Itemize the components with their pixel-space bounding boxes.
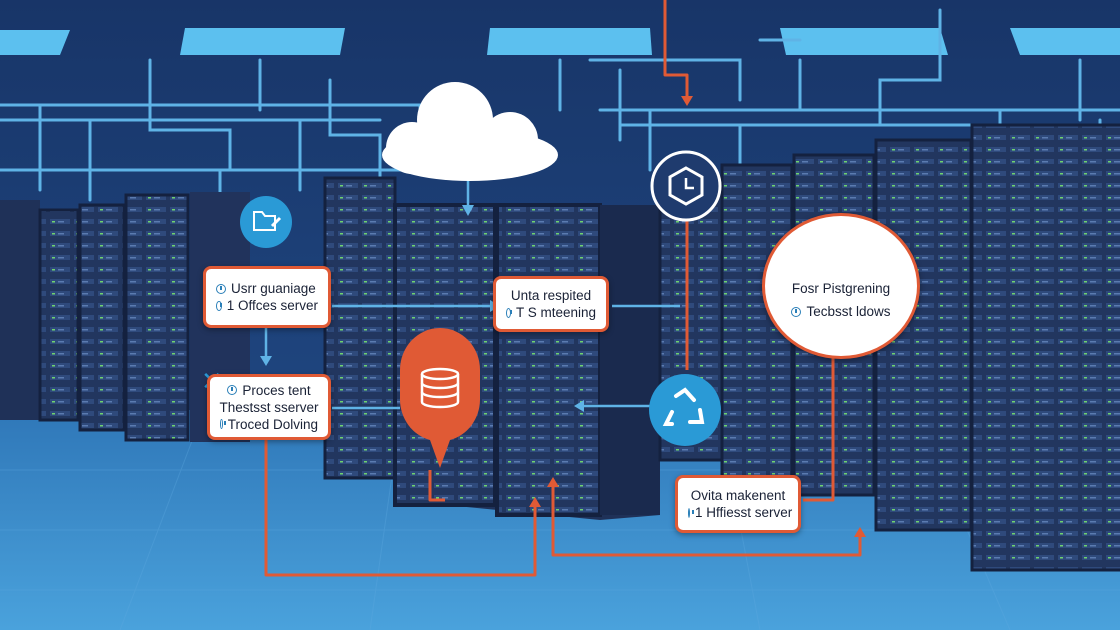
info-icon	[688, 507, 694, 518]
blue-connector-arrows	[264, 180, 680, 410]
overhead-cables	[0, 8, 1120, 212]
info-icon	[216, 283, 226, 294]
cloud-icon	[382, 82, 558, 181]
database-icon	[400, 328, 480, 468]
clock-icon	[650, 150, 722, 222]
user-management-box: Usrr guaniage 1 Offces server	[203, 266, 331, 328]
info-icon	[227, 385, 238, 395]
ovita-makenent-box: Ovita makenent 1 Hffiesst server	[675, 475, 801, 533]
recycle-icon	[649, 374, 721, 446]
info-icon	[506, 307, 512, 318]
fosr-pistgrening-circle: Fosr Pistgrening Tecbsst ldows	[762, 213, 920, 359]
server-rack-row-right	[658, 123, 1120, 572]
process-server-box: Proces tent Thestsst sserver Troced Dolv…	[207, 374, 331, 440]
ceiling-lights	[0, 28, 1120, 55]
folder-edit-icon	[240, 196, 292, 248]
info-icon	[220, 419, 225, 429]
process-flow-arrow-heads	[529, 96, 866, 537]
info-icon	[791, 306, 802, 317]
unta-respited-box: Unta respited T S mteening	[493, 276, 609, 332]
info-icon	[216, 300, 222, 311]
process-flow-lines	[264, 0, 862, 577]
